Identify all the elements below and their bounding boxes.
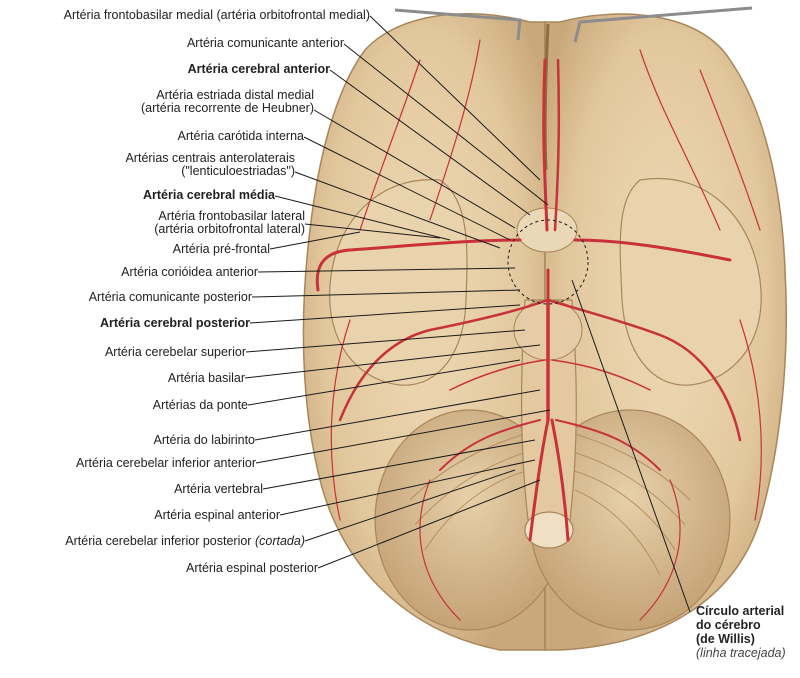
retractor-left xyxy=(394,8,522,41)
label-centrais-anterolaterais: Artérias centrais anterolaterais("lentic… xyxy=(125,151,295,178)
spinal-cord-cut xyxy=(524,511,574,549)
label-cerebral-media: Artéria cerebral média xyxy=(142,188,275,202)
label-comunicante-posterior: Artéria comunicante posterior xyxy=(88,290,252,304)
label-corioidea-anterior: Artéria corióidea anterior xyxy=(121,265,258,279)
retractor-right xyxy=(573,6,753,43)
label-cerebelar-inf-anterior: Artéria cerebelar inferior anterior xyxy=(76,456,256,470)
label-estriada-distal: Artéria estriada distal medial(artéria r… xyxy=(141,88,314,115)
arteries xyxy=(315,39,762,621)
label-cerebelar-inf-posterior: Artéria cerebelar inferior posterior (co… xyxy=(65,534,305,548)
circle-of-willis-legend: Círculo arterial do cérebro (de Willis) … xyxy=(696,604,786,660)
label-pre-frontal: Artéria pré-frontal xyxy=(172,242,270,256)
label-espinal-anterior: Artéria espinal anterior xyxy=(154,508,280,522)
label-frontobasilar-medial: Artéria frontobasilar medial (artéria or… xyxy=(63,8,370,22)
label-ponte: Artérias da ponte xyxy=(152,398,248,412)
label-espinal-posterior: Artéria espinal posterior xyxy=(185,561,318,575)
label-basilar: Artéria basilar xyxy=(167,371,245,385)
label-cerebral-posterior: Artéria cerebral posterior xyxy=(99,316,250,330)
label-labirinto: Artéria do labirinto xyxy=(153,433,255,447)
label-carotida-interna: Artéria carótida interna xyxy=(177,129,304,143)
label-cerebral-anterior: Artéria cerebral anterior xyxy=(187,62,330,76)
label-cerebelar-superior: Artéria cerebelar superior xyxy=(104,345,246,359)
leader-lines xyxy=(244,15,691,613)
label-frontobasilar-lateral: Artéria frontobasilar lateral(artéria or… xyxy=(154,209,305,236)
label-vertebral: Artéria vertebral xyxy=(174,482,263,496)
label-comunicante-anterior: Artéria comunicante anterior xyxy=(186,36,344,50)
left-temporal-lobe xyxy=(329,179,468,386)
circle-of-willis xyxy=(507,219,589,305)
